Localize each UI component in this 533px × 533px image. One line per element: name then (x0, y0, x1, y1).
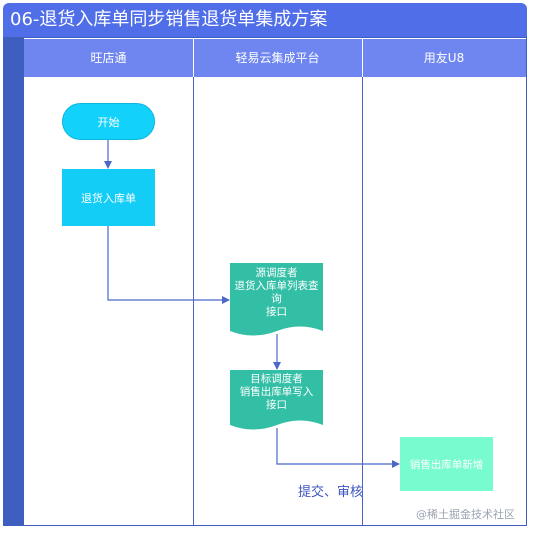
connector-process-to-source (107, 226, 230, 304)
start-node: 开始 (62, 103, 155, 140)
edge-label-submit-audit: 提交、审核 (298, 485, 364, 500)
source-scheduler-line: 接口 (266, 306, 287, 318)
source-scheduler-line: 询 (271, 293, 282, 305)
sales-outbound-add-label: 销售出库单新增 (409, 458, 484, 471)
diagram-title: 06-退货入库单同步销售退货单集成方案 (3, 3, 527, 37)
swimlane-left-strip (3, 37, 24, 526)
header-divider (362, 39, 363, 77)
sales-outbound-add-node: 销售出库单新增 (400, 437, 493, 491)
source-scheduler-label: 源调度者 退货入库单列表查 询 接口 (230, 267, 323, 319)
lane-header-wangdiantong: 旺店通 (24, 39, 193, 77)
connector-target-to-add (276, 428, 400, 468)
target-scheduler-document (230, 370, 323, 430)
lane-divider (193, 77, 194, 525)
source-scheduler-line: 源调度者 (255, 267, 298, 279)
source-scheduler-line: 退货入库单列表查 (234, 280, 319, 292)
watermark: @稀土掘金技术社区 (416, 508, 515, 521)
start-node-label: 开始 (97, 115, 120, 129)
target-scheduler-label: 目标调度者 销售出库单写入 接口 (230, 373, 323, 412)
target-scheduler-line: 目标调度者 (250, 373, 303, 385)
header-divider (193, 39, 194, 77)
target-scheduler-line: 销售出库单写入 (239, 386, 314, 398)
return-inbound-label: 退货入库单 (81, 191, 136, 205)
return-inbound-node: 退货入库单 (62, 169, 155, 226)
lane-divider (362, 77, 363, 525)
source-scheduler-document (230, 263, 323, 336)
lane-header-qingyiyun: 轻易云集成平台 (193, 39, 362, 77)
lane-header-yonyou-u8: 用友U8 (362, 39, 526, 77)
target-scheduler-line: 接口 (266, 399, 287, 411)
